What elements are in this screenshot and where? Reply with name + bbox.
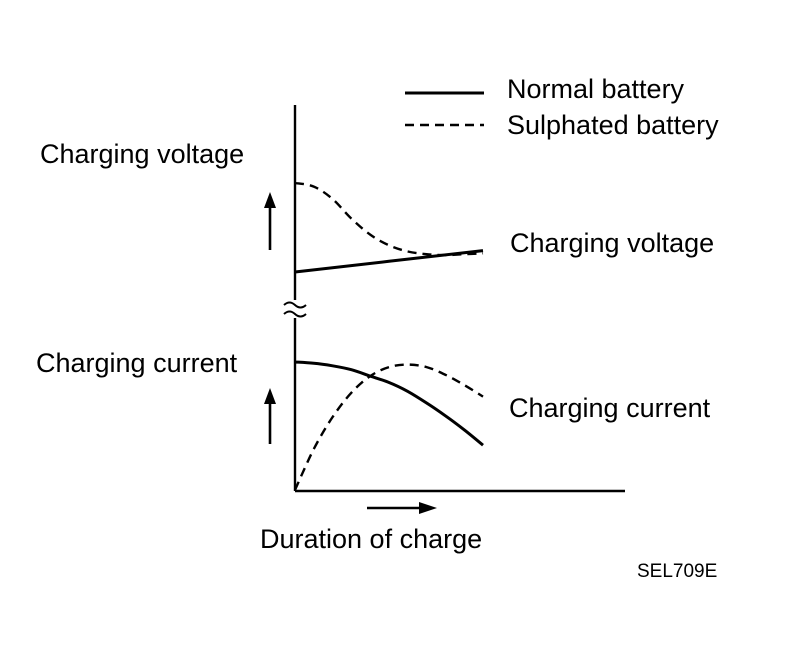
voltage-series-normal: [294, 249, 484, 274]
current-up-arrow-icon: [264, 388, 276, 444]
voltage-series-sulphated: [294, 181, 484, 257]
legend-label-sulphated: Sulphated battery: [507, 110, 719, 140]
x-label: Duration of charge: [260, 524, 482, 554]
figure-code: SEL709E: [637, 561, 717, 582]
series-layer: [293, 181, 484, 491]
curve-label-voltage: Charging voltage: [510, 228, 714, 258]
legend: Normal battery Sulphated battery: [405, 74, 719, 140]
y-label-upper: Charging voltage: [40, 139, 244, 169]
axes: [283, 105, 625, 493]
duration-right-arrow-icon: [367, 502, 437, 514]
axis-break-mark: [283, 301, 307, 318]
current-series-normal: [294, 360, 484, 447]
y-label-lower: Charging current: [36, 348, 238, 378]
voltage-up-arrow-icon: [264, 192, 276, 250]
curve-label-current: Charging current: [509, 393, 711, 423]
legend-label-normal: Normal battery: [507, 74, 685, 104]
